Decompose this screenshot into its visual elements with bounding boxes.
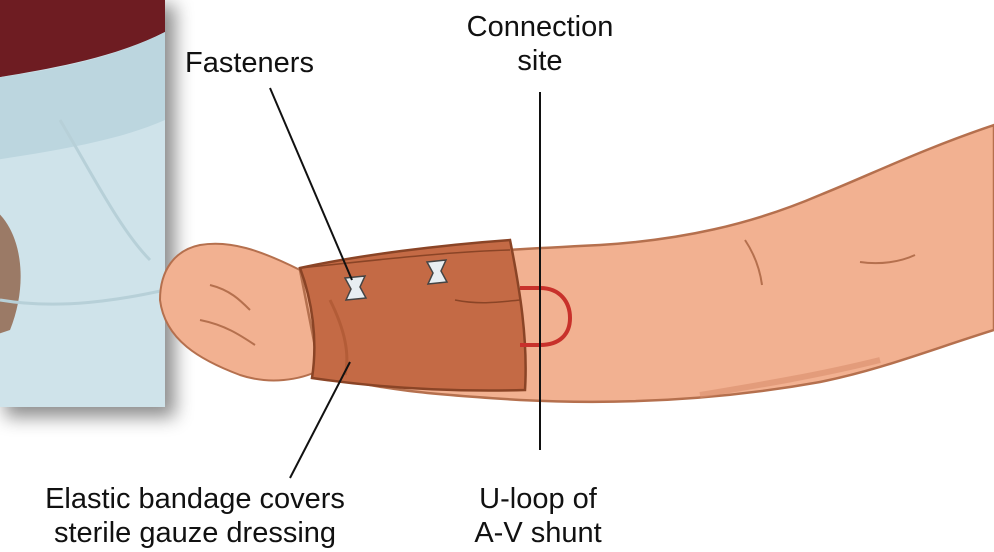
elastic-bandage bbox=[300, 240, 526, 391]
bandage-line-2: sterile gauze dressing bbox=[5, 516, 385, 550]
u-loop-label: U-loop of A-V shunt bbox=[458, 482, 618, 550]
hand bbox=[160, 244, 320, 381]
bandage-label: Elastic bandage covers sterile gauze dre… bbox=[5, 482, 385, 550]
bandage-line-1: Elastic bandage covers bbox=[5, 482, 385, 516]
connection-site-label: Connection site bbox=[450, 10, 630, 78]
fasteners-leader-line bbox=[270, 88, 352, 280]
fasteners-label: Fasteners bbox=[185, 46, 314, 80]
u-loop-line-1: U-loop of bbox=[458, 482, 618, 516]
connection-site-line-2: site bbox=[450, 44, 630, 78]
connection-site-line-1: Connection bbox=[450, 10, 630, 44]
u-loop-line-2: A-V shunt bbox=[458, 516, 618, 550]
inset-photo bbox=[0, 0, 165, 407]
